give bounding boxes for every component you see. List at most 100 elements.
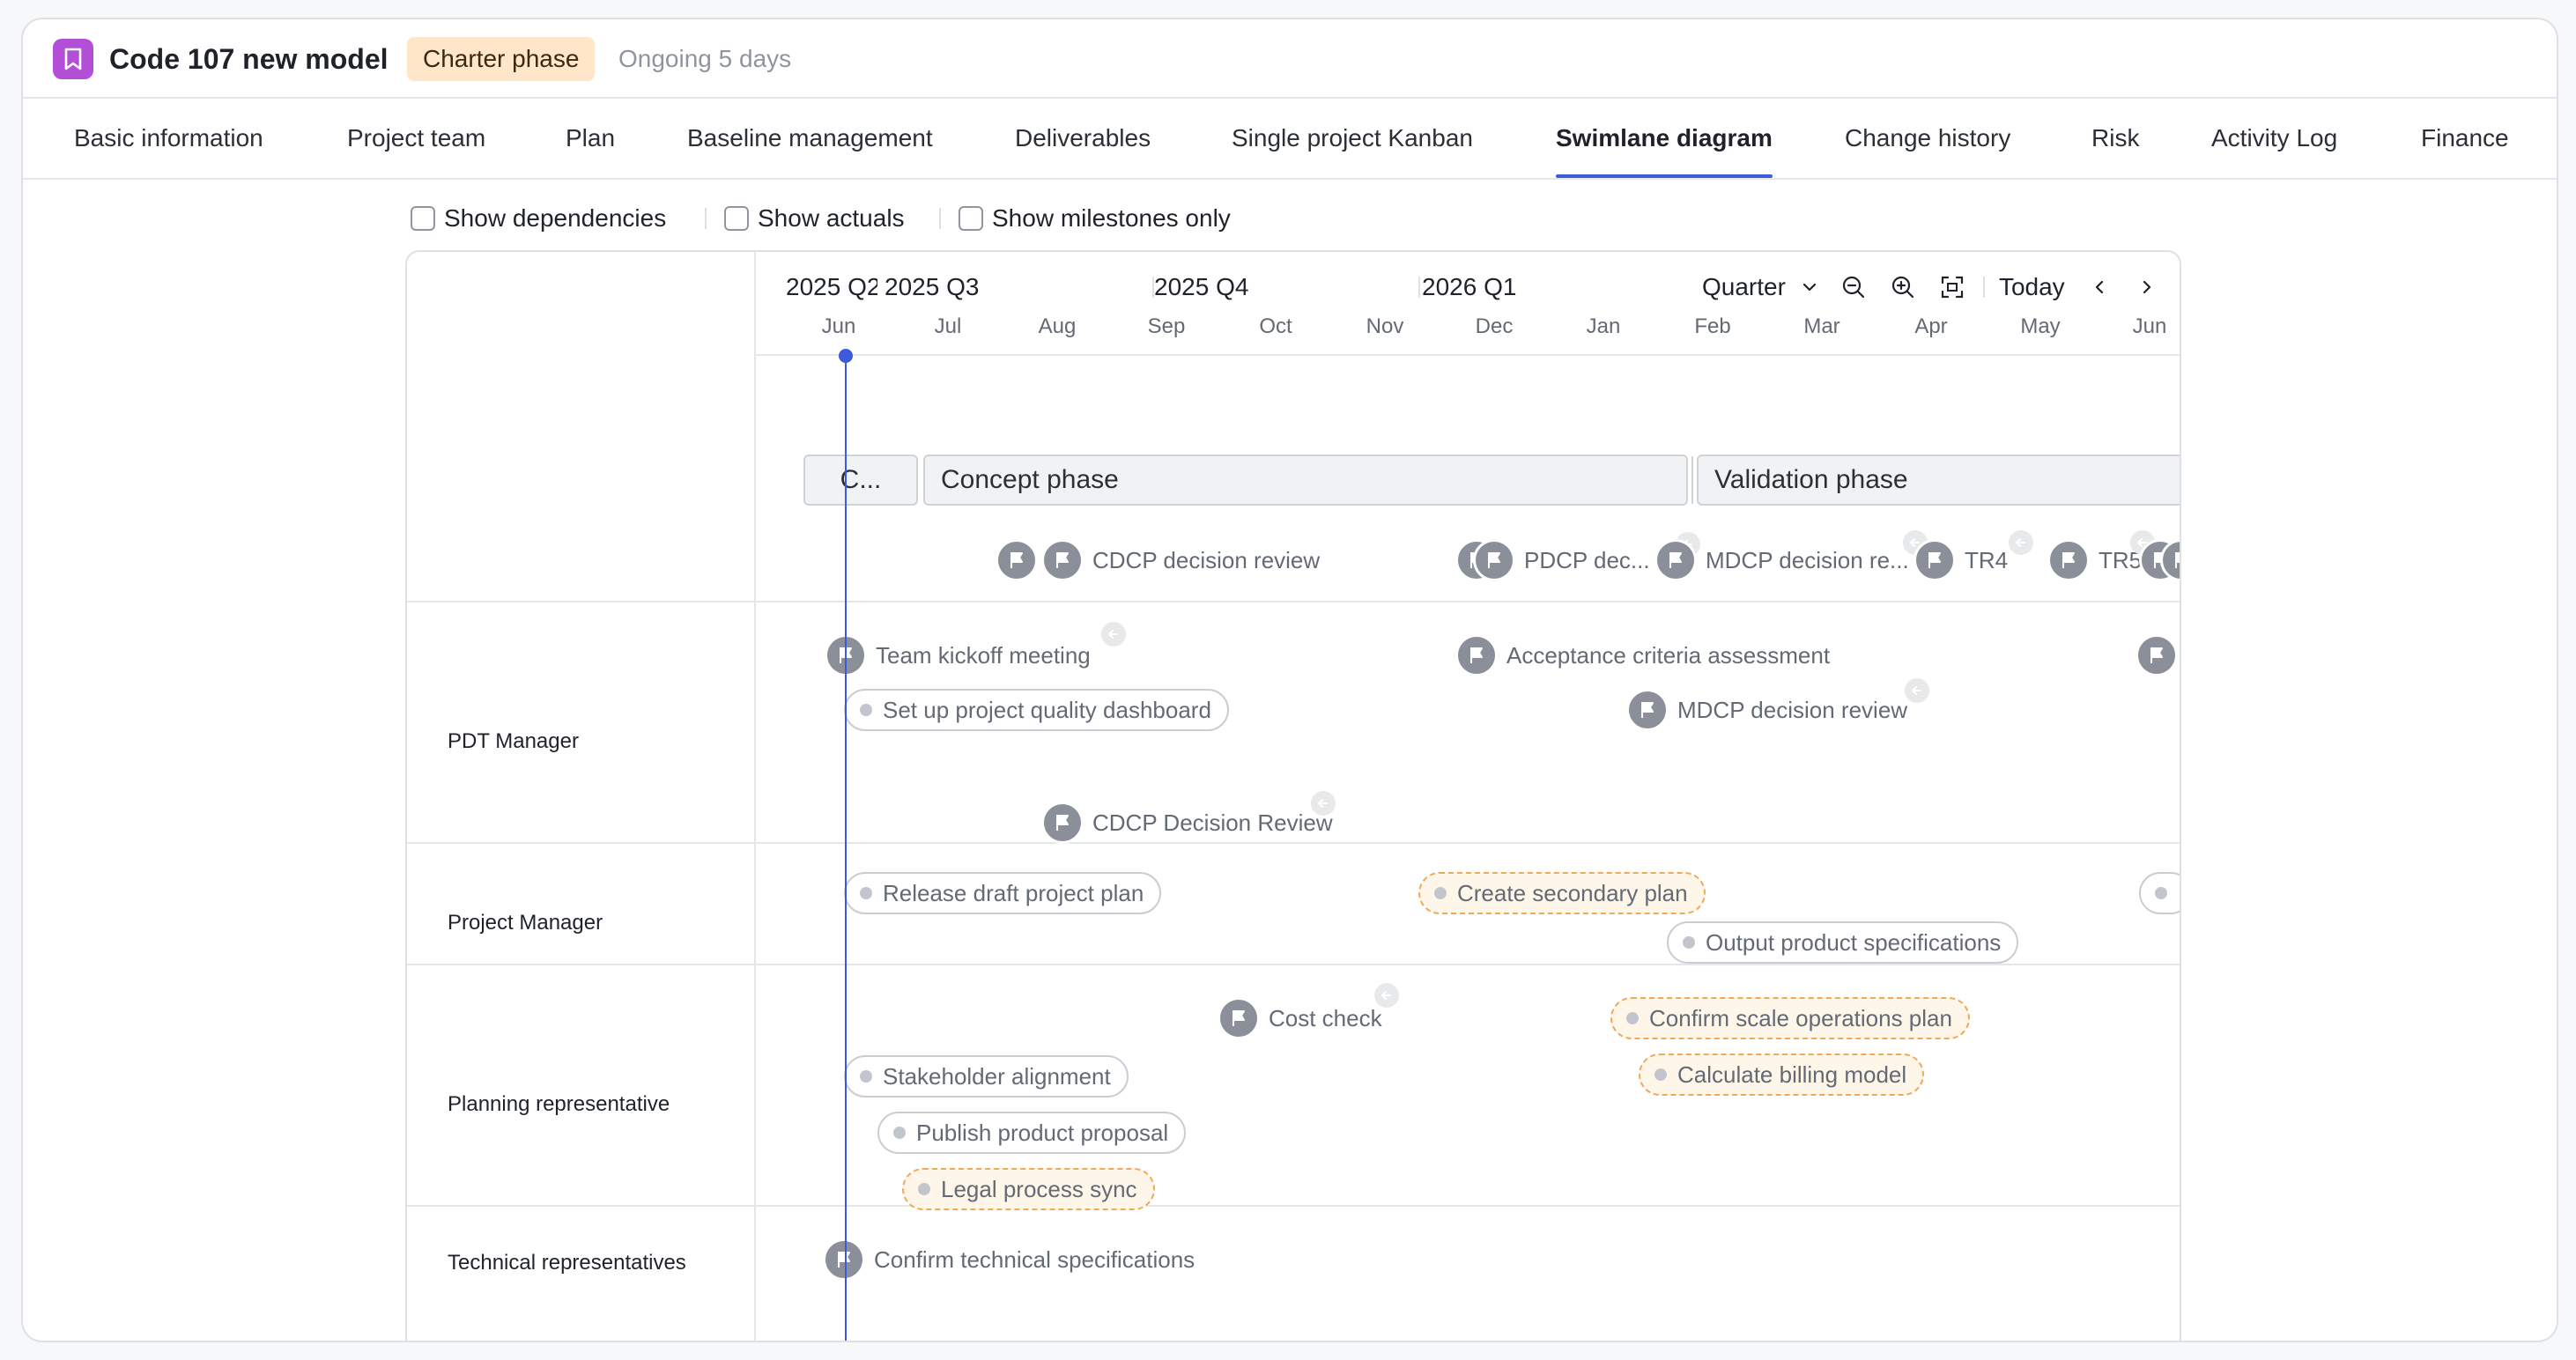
status-dot [1626,1012,1639,1024]
checkbox-box[interactable] [959,206,983,231]
milestone-acceptance-criteria[interactable]: Acceptance criteria assessment [1455,634,1830,676]
today-line [845,356,847,1341]
tab-change-history[interactable]: Change history [1845,124,2011,152]
checkbox-box[interactable] [411,206,435,231]
milestone-pdcp[interactable]: PDCP dec... [1455,539,1650,581]
return-arrow-icon [1101,622,1126,647]
status-dot [2155,887,2167,899]
flag-icon [1473,539,1515,581]
zoom-out-icon[interactable] [1839,272,1869,302]
month-label: Jun [821,314,856,338]
milestone-overflow[interactable] [2139,539,2180,581]
task-label: Publish product proposal [916,1119,1169,1146]
month-label: May [2020,314,2061,338]
status-dot [1654,1068,1667,1081]
task-stakeholder-alignment[interactable]: Stakeholder alignment [844,1055,1129,1098]
phase-bar-charter[interactable]: C... [803,455,918,506]
show-milestones-only-checkbox[interactable]: Show milestones only [959,201,1231,236]
chevron-right-icon[interactable] [2132,272,2162,302]
lane-divider [407,1205,2180,1207]
status-dot [860,1070,872,1083]
tab-swimlane-diagram[interactable]: Swimlane diagram [1556,99,1773,178]
flag-icon [1041,802,1084,844]
chevron-left-icon[interactable] [2084,272,2114,302]
tab-plan[interactable]: Plan [566,124,616,152]
lane-divider [407,601,2180,602]
milestone-cdcp-review[interactable]: CDCP Decision Review [1041,802,1333,844]
tab-baseline-management[interactable]: Baseline management [687,124,933,152]
month-label: Sep [1147,314,1186,338]
task-overflow[interactable] [2139,872,2180,914]
month-label: Oct [1259,314,1292,338]
tab-activity-log[interactable]: Activity Log [2211,124,2338,152]
status-dot [918,1183,930,1195]
month-label: Aug [1038,314,1077,338]
tab-finance[interactable]: Finance [2421,124,2509,152]
milestone-team-kickoff[interactable]: Team kickoff meeting [825,634,1091,676]
task-publish-product-proposal[interactable]: Publish product proposal [877,1112,1187,1154]
lane-label-technical-representatives: Technical representatives [448,1251,686,1275]
flag-icon [1654,539,1697,581]
phase-bar-validation[interactable]: Validation phase [1697,455,2180,506]
divider [939,208,941,229]
return-arrow-icon [1905,678,1929,703]
month-label: Jun [2132,314,2167,338]
fit-screen-icon[interactable] [1937,272,1967,302]
flag-icon [2047,539,2090,581]
task-create-secondary-plan[interactable]: Create secondary plan [1418,872,1706,914]
task-calculate-billing-model[interactable]: Calculate billing model [1639,1053,1925,1096]
task-label: Create secondary plan [1457,879,1688,906]
task-legal-process-sync[interactable]: Legal process sync [902,1168,1155,1210]
phase-bar-concept[interactable]: Concept phase [923,455,1688,506]
milestone-overflow[interactable] [2136,634,2178,676]
task-label: Calculate billing model [1677,1061,1907,1088]
status-dot [893,1127,906,1139]
flag-icon [2136,634,2178,676]
task-confirm-scale-operations-plan[interactable]: Confirm scale operations plan [1610,997,1970,1039]
task-label: Release draft project plan [883,879,1144,906]
scale-select[interactable]: Quarter [1702,273,1786,300]
flag-icon [1455,634,1498,676]
timeline-toolbar: Quarter Today [1702,270,2162,305]
return-arrow-icon [1311,791,1336,816]
return-arrow-icon [2009,530,2033,555]
milestone-cost-check[interactable]: Cost check [1218,997,1382,1039]
show-actuals-checkbox[interactable]: Show actuals [724,201,905,236]
milestone-label: CDCP decision review [1092,546,1321,573]
tab-risk[interactable]: Risk [2091,124,2140,152]
milestone-confirm-technical-specifications[interactable]: Confirm technical specifications [823,1238,1195,1281]
tab-basic-information[interactable]: Basic information [74,124,263,152]
show-dependencies-checkbox[interactable]: Show dependencies [411,201,666,236]
flag-icon [1041,539,1084,581]
quarter-label: 2026 Q1 [1422,273,1517,300]
tab-project-team[interactable]: Project team [347,124,486,152]
checkbox-box[interactable] [724,206,749,231]
milestone-tr4[interactable]: TR4 [1913,539,2008,581]
milestone-mdcp-review[interactable]: MDCP decision review [1626,689,1907,731]
milestone-label: Cost check [1269,1004,1382,1031]
today-button[interactable]: Today [1998,273,2065,300]
status-dot [860,704,872,716]
milestone-label: PDCP dec... [1524,546,1650,573]
flag-icon [996,539,1038,581]
zoom-in-icon[interactable] [1888,272,1918,302]
task-output-product-specifications[interactable]: Output product specifications [1667,921,2019,964]
month-label: Mar [1803,314,1840,338]
app-window: Code 107 new model Charter phase Ongoing… [21,18,2558,1342]
tab-bar: Basic information Project team Plan Base… [23,97,2557,180]
milestone-mdcp[interactable]: MDCP decision re... [1654,539,1909,581]
divider [1982,277,1985,298]
task-release-draft-plan[interactable]: Release draft project plan [844,872,1162,914]
chevron-down-icon[interactable] [1795,272,1825,302]
status-dot [860,887,872,899]
month-label: Dec [1475,314,1514,338]
task-quality-dashboard[interactable]: Set up project quality dashboard [844,689,1229,731]
status-dot [1683,936,1695,949]
divider [705,208,707,229]
tab-single-project-kanban[interactable]: Single project Kanban [1232,124,1473,152]
tab-deliverables[interactable]: Deliverables [1015,124,1151,152]
milestone-tr5[interactable]: TR5 [2047,539,2142,581]
milestone-cdcp[interactable]: CDCP decision review [996,539,1320,581]
flag-icon [1913,539,1956,581]
month-label: Jul [934,314,962,338]
